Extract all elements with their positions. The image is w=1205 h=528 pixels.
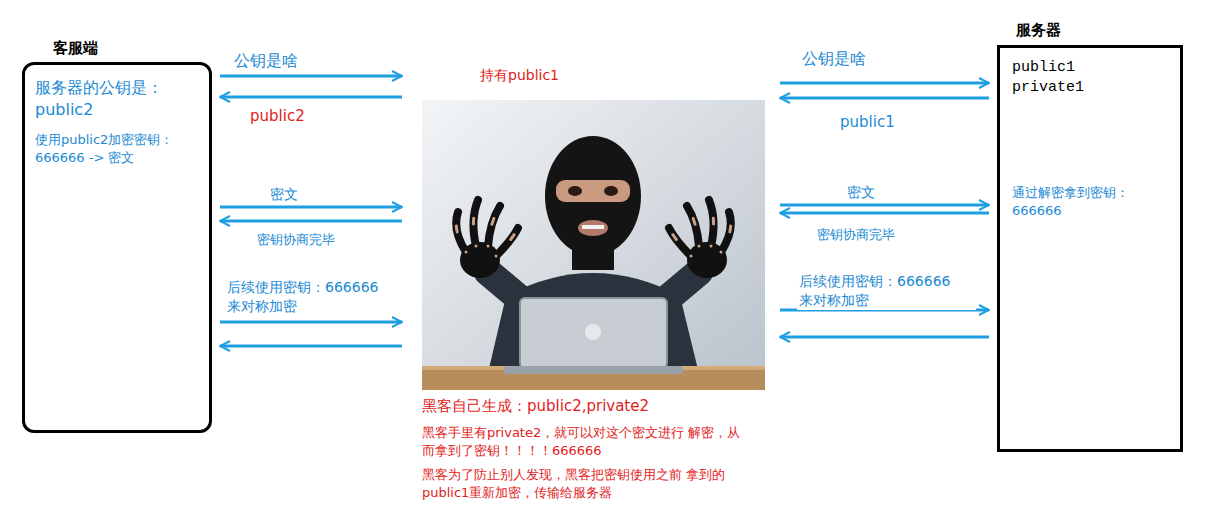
edge-label: 密文 (268, 185, 300, 204)
edge-label: 公钥是啥 (232, 50, 300, 72)
box-heading: 服务器 (1016, 20, 1061, 40)
key-pair: public1 private1 (1012, 58, 1102, 99)
arrow-connector (220, 345, 402, 348)
decrypt-note: 通过解密拿到密钥： 666666 (1012, 184, 1172, 219)
arrow-connector (780, 82, 989, 85)
hacker-figure: 持有public1 黑客自己生成：public2,private2 黑客手里有pri… (410, 64, 772, 524)
arrow-connector (780, 204, 989, 207)
arrow-connector (220, 206, 402, 209)
box-heading: 客服端 (53, 38, 98, 58)
edge-label: 密钥协商完毕 (255, 231, 337, 249)
arrow-connector (220, 75, 402, 78)
arrow-connector (780, 336, 989, 339)
arrow-connector (220, 96, 402, 99)
server-box: 服务器public1 private1通过解密拿到密钥： 666666 (997, 45, 1183, 452)
arrow-connector (780, 212, 989, 215)
encrypt-note: 使用public2加密密钥： 666666 -> 密文 (35, 131, 207, 166)
edge-label: 公钥是啥 (800, 48, 868, 70)
arrow-connector (780, 97, 989, 100)
key-note: 服务器的公钥是： public2 (35, 77, 185, 120)
edge-label: 密钥协商完毕 (815, 226, 897, 244)
edge-label: 后续使用密钥：666666 来对称加密 (797, 272, 976, 310)
edge-label: public1 (838, 112, 897, 132)
edge-label: 后续使用密钥：666666 来对称加密 (225, 278, 404, 316)
hacker-note: 黑客自己生成：public2,private2 (422, 396, 762, 416)
arrow-connector (220, 220, 402, 223)
client-box: 客服端服务器的公钥是： public2使用public2加密密钥： 666666… (22, 62, 212, 433)
hacker-illustration (422, 100, 765, 390)
edge-label: 密文 (845, 183, 877, 202)
hacker-note: 黑客为了防止别人发现，黑客把密钥使用之前 拿到的public1重新加密，传输给服… (422, 466, 752, 501)
arrow-connector (220, 321, 402, 324)
hacker-note: 持有public1 (480, 66, 559, 85)
edge-label: public2 (248, 106, 307, 126)
hacker-note: 黑客手里有private2，就可以对这个密文进行 解密，从而拿到了密钥！！！！6… (422, 424, 752, 459)
